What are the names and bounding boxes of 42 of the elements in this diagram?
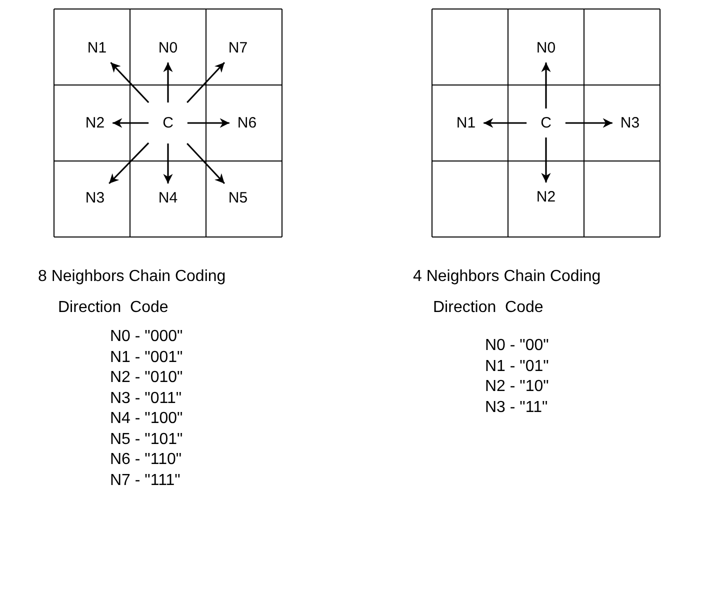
code-entry: N3 - "11" [485, 398, 548, 416]
code-entry: N6 - "110" [110, 451, 182, 469]
arrow [110, 62, 150, 104]
node-label: N0 [528, 34, 564, 62]
column-header: Direction Code [433, 299, 544, 317]
arrow [163, 144, 173, 184]
column-header: Direction Code [58, 299, 168, 317]
arrow [541, 138, 551, 182]
arrow [565, 118, 612, 128]
node-label: N3 [77, 184, 113, 212]
code-entry: N2 - "010" [110, 369, 183, 387]
node-label: N1 [79, 34, 115, 62]
node-label: N5 [220, 184, 256, 212]
code-entry: N2 - "10" [485, 378, 549, 396]
arrow [187, 118, 230, 128]
caption: 8 Neighbors Chain Coding [38, 268, 226, 286]
arrow [112, 118, 149, 128]
code-entry: N0 - "000" [110, 328, 183, 346]
code-entry: N5 - "101" [110, 430, 183, 448]
code-entry: N1 - "01" [485, 358, 549, 376]
code-entry: N3 - "011" [110, 390, 182, 408]
code-entry: N0 - "00" [485, 337, 549, 355]
node-label: N6 [229, 108, 265, 138]
node-label: N2 [77, 108, 113, 138]
arrow [541, 62, 551, 108]
node-label: N7 [220, 34, 256, 62]
code-entry: N1 - "001" [110, 348, 183, 366]
node-label: N3 [612, 108, 648, 138]
arrow [186, 142, 226, 184]
code-entry: N4 - "100" [110, 410, 183, 428]
arrow [186, 62, 226, 104]
node-label: N0 [150, 34, 186, 62]
arrow [108, 142, 150, 184]
node-label: C [148, 102, 188, 144]
node-label: N4 [150, 184, 186, 212]
caption: 4 Neighbors Chain Coding [413, 268, 601, 286]
arrow [484, 118, 527, 128]
code-entry: N7 - "111" [110, 472, 180, 490]
node-label: C [526, 108, 566, 138]
arrow [163, 62, 173, 102]
node-label: N2 [528, 182, 564, 212]
node-label: N1 [448, 108, 484, 138]
